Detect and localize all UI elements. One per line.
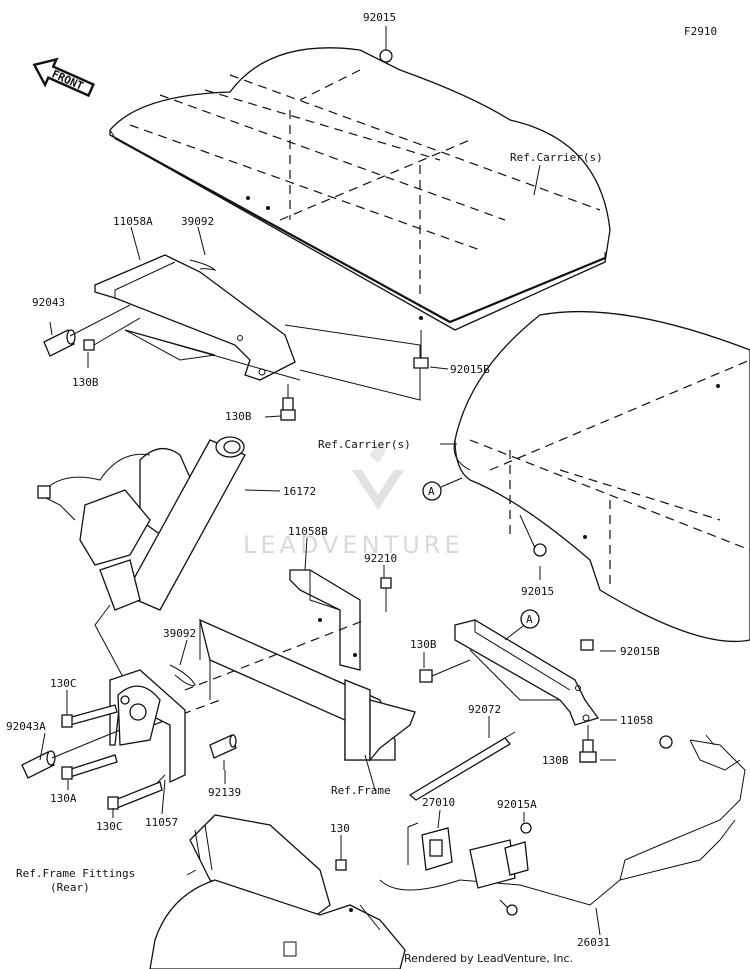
bracket-11058A	[94, 254, 421, 401]
label-130B-b[interactable]: 130B	[225, 410, 252, 423]
label-11058B[interactable]: 11058B	[288, 525, 328, 538]
harness-26031	[379, 734, 746, 936]
callout-A-mid: A	[422, 477, 463, 501]
label-92139[interactable]: 92139	[208, 786, 241, 799]
cable-tie-92072	[408, 731, 516, 801]
label-92072[interactable]: 92072	[468, 703, 501, 716]
ref-frame-fittings-rear: (Rear)	[50, 881, 90, 894]
label-11058A[interactable]: 11058A	[113, 215, 153, 228]
label-92015B-b[interactable]: 92015B	[620, 645, 660, 658]
label-92210[interactable]: 92210	[364, 552, 397, 565]
callout-A-mid-label: A	[428, 485, 435, 498]
label-26031[interactable]: 26031	[577, 936, 610, 949]
label-39092-top[interactable]: 39092	[181, 215, 214, 228]
bolt-130B-right-lower	[579, 725, 597, 763]
watermark-text: LEADVENTURE	[243, 531, 464, 559]
label-11057[interactable]: 11057	[145, 816, 178, 829]
bolt-130C-lower	[107, 781, 163, 810]
bolt-130A	[61, 754, 118, 780]
ref-frame: Ref.Frame	[331, 784, 391, 797]
relay-92015A	[469, 822, 532, 889]
part-labels: 92015 11058A 39092 92043 130B 130B 92015…	[6, 11, 660, 949]
bolt-130B-lower	[280, 384, 296, 421]
label-130[interactable]: 130	[330, 822, 350, 835]
nut-92015B-upper	[413, 330, 429, 369]
label-11058[interactable]: 11058	[620, 714, 653, 727]
label-130B-d[interactable]: 130B	[542, 754, 569, 767]
nut-92210	[380, 577, 392, 612]
switch-27010	[407, 822, 453, 871]
callout-A-right-label: A	[526, 613, 533, 626]
pin-92043	[43, 304, 131, 357]
bolt-130B-right-upper	[419, 659, 471, 683]
ref-carrier-mid: Ref.Carrier(s)	[318, 438, 411, 451]
ref-carrier-top: Ref.Carrier(s)	[510, 151, 603, 164]
label-130C-b[interactable]: 130C	[96, 820, 123, 833]
front-arrow-label: FRONT	[50, 67, 86, 92]
label-39092-mid[interactable]: 39092	[163, 627, 196, 640]
label-16172[interactable]: 16172	[283, 485, 316, 498]
label-92043[interactable]: 92043	[32, 296, 65, 309]
callout-A-right: A	[504, 609, 540, 641]
bolt-130	[335, 840, 347, 871]
label-130C-a[interactable]: 130C	[50, 677, 77, 690]
watermark: LEADVENTURE	[243, 444, 464, 559]
pin-92043A	[21, 729, 121, 779]
label-130B-c[interactable]: 130B	[410, 638, 437, 651]
label-130B-a[interactable]: 130B	[72, 376, 99, 389]
carrier-top	[109, 26, 611, 331]
label-92015A[interactable]: 92015A	[497, 798, 537, 811]
bolt-130B-upper	[83, 317, 141, 351]
footer-credit: Rendered by LeadVenture, Inc.	[404, 952, 573, 965]
label-27010[interactable]: 27010	[422, 796, 455, 809]
label-92015B-a[interactable]: 92015B	[450, 363, 490, 376]
actuator-16172	[37, 436, 281, 691]
frame-fittings-rear	[149, 814, 406, 969]
nut-92015B-lower	[580, 639, 594, 651]
reference-labels: Ref.Carrier(s) Ref.Carrier(s) Ref.Frame …	[16, 151, 603, 894]
label-92043A[interactable]: 92043A	[6, 720, 46, 733]
frame-member	[139, 618, 416, 791]
clip-39092-mid	[169, 664, 196, 686]
bracket-11057	[109, 669, 186, 791]
bolt-130C-upper	[61, 704, 118, 728]
label-130A[interactable]: 130A	[50, 792, 77, 805]
label-92015-mid[interactable]: 92015	[521, 585, 554, 598]
bracket-11058B	[289, 569, 361, 671]
figure-code: F2910	[684, 25, 717, 38]
spacer-92139	[209, 734, 237, 770]
label-92015-top[interactable]: 92015	[363, 11, 396, 24]
bracket-11058	[454, 619, 600, 726]
carrier-mid	[453, 310, 750, 643]
nut-92015-mid	[519, 514, 547, 557]
ref-frame-fittings: Ref.Frame Fittings	[16, 867, 135, 880]
front-arrow-icon: FRONT	[32, 57, 95, 98]
